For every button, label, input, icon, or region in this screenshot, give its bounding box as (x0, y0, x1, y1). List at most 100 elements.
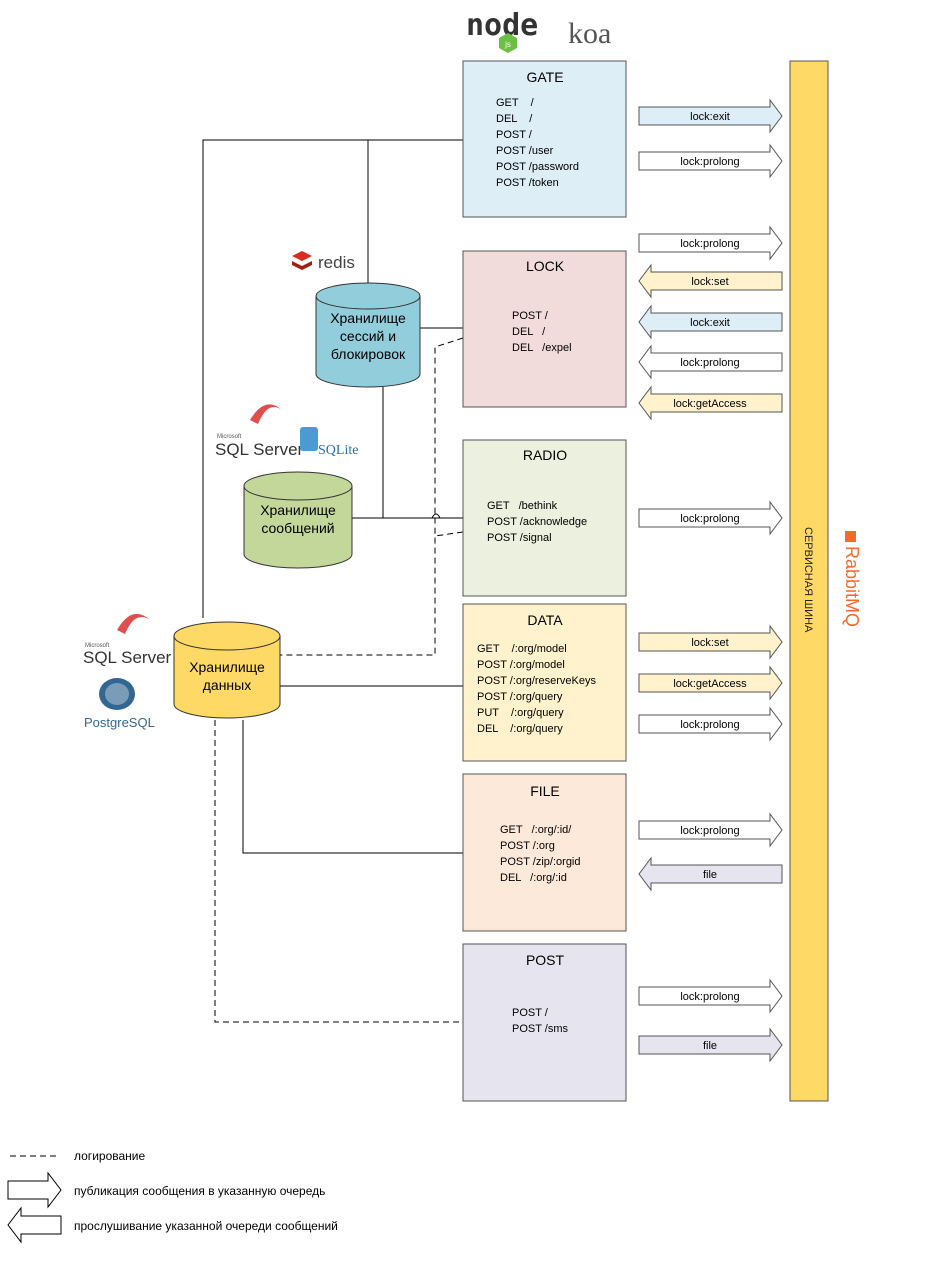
listen-arrow (638, 385, 783, 421)
queue-arrow: lock:getAccess (638, 385, 783, 421)
store-label-line: блокировок (331, 346, 406, 362)
queue-arrow: lock:set (638, 263, 783, 299)
route-label: POST /:org (500, 840, 555, 852)
store-label-line: Хранилище (189, 659, 265, 675)
legend-listen-arrow (7, 1206, 62, 1244)
postgresql-icon (99, 678, 135, 710)
queue-arrow: lock:prolong (638, 812, 783, 848)
publish-arrow (638, 225, 783, 261)
queue-label: lock:prolong (680, 719, 739, 731)
sqlserver-icon (250, 404, 282, 424)
listen-arrow (638, 344, 783, 380)
publish-arrow (638, 98, 783, 134)
route-label: POST / (512, 1007, 549, 1019)
listen-arrow (638, 263, 783, 299)
publish-arrow (638, 1027, 783, 1063)
sqlserver-brand-text: Microsoft (85, 643, 110, 649)
sqlserver-logo-left: Microsoft SQL Server (83, 613, 172, 667)
queue-arrow: lock:prolong (638, 344, 783, 380)
route-label: PUT /:org/query (477, 707, 564, 719)
publish-arrow (638, 500, 783, 536)
queue-label: lock:prolong (680, 991, 739, 1003)
connection-lines (202, 139, 463, 854)
post-logging-line (214, 720, 463, 1023)
queue-label: lock:set (691, 276, 728, 288)
service-title: POST (526, 952, 565, 968)
service-lock: LOCK POST / DEL / DEL /expel (462, 250, 627, 408)
queue-label: lock:set (691, 637, 728, 649)
redis-text: redis (318, 253, 355, 272)
route-label: POST /zip/:orgid (500, 856, 581, 868)
queue-arrow: file (638, 856, 783, 892)
queue-arrow: lock:getAccess (638, 665, 783, 701)
legend-logging-text: логирование (74, 1149, 145, 1163)
service-title: FILE (530, 783, 560, 799)
store-cylinder-body (243, 486, 353, 569)
store-cylinder-top (243, 471, 353, 501)
queue-arrow: file (638, 1027, 783, 1063)
queue-label: lock:exit (690, 317, 730, 329)
sqlserver-icon (117, 613, 150, 634)
legend-publish-text: публикация сообщения в указанную очередь (74, 1184, 325, 1198)
route-label: POST /sms (512, 1023, 569, 1035)
legend: логирование публикация сообщения в указа… (7, 1149, 338, 1244)
queue-label: file (703, 869, 717, 881)
store-label-line: данных (203, 677, 251, 693)
service-box (462, 773, 627, 932)
queue-label: file (703, 1040, 717, 1052)
publish-arrow (638, 706, 783, 742)
sqlite-logo: SQLite (300, 427, 358, 458)
service-title: LOCK (526, 258, 565, 274)
postgresql-logo: PostgreSQL (84, 678, 155, 730)
store-cylinder-body (315, 296, 421, 388)
service-bus (789, 60, 829, 1102)
queue-label: lock:prolong (680, 238, 739, 250)
logging-lines (214, 337, 464, 1023)
radio-logging-line (434, 531, 464, 537)
route-label: POST /acknowledge (487, 516, 587, 528)
publish-arrow (638, 143, 783, 179)
sqlite-icon (300, 427, 318, 451)
queue-arrow: lock:prolong (638, 225, 783, 261)
listen-arrow (638, 304, 783, 340)
listen-arrow (638, 856, 783, 892)
node-js-text: js (504, 40, 511, 49)
service-box (462, 943, 627, 1102)
route-label: POST / (496, 129, 533, 141)
store-label-line: Хранилище (260, 502, 336, 518)
node-logo: node js (466, 8, 538, 53)
route-label: GET / (496, 97, 535, 109)
legend-listen-text: прослушивание указанной очереди сообщени… (74, 1219, 338, 1233)
sessions-to-radio-line (382, 387, 463, 519)
sqlserver-logo-top: Microsoft SQL Server (215, 404, 304, 459)
route-label: DEL / (512, 326, 546, 338)
queue-label: lock:getAccess (673, 678, 747, 690)
service-bus-label: СЕРВИСНАЯ ШИНА (802, 527, 814, 633)
queue-label: lock:exit (690, 111, 730, 123)
data-store-to-file-line (242, 720, 463, 854)
service-title: DATA (527, 612, 563, 628)
redis-icon (292, 251, 312, 261)
service-title: GATE (526, 69, 563, 85)
route-label: DEL /:org/query (477, 723, 563, 735)
postgresql-text: PostgreSQL (84, 715, 155, 730)
store-cylinder-top (173, 621, 281, 651)
route-label: DEL /expel (512, 342, 572, 354)
route-label: POST /:org/reserveKeys (477, 675, 597, 687)
store-label-line: Хранилище (330, 310, 406, 326)
route-label: POST /token (496, 177, 559, 189)
data-store-to-gate-line (202, 139, 463, 618)
store-label-line: сообщений (261, 520, 334, 536)
publish-arrow (638, 978, 783, 1014)
queue-arrow: lock:prolong (638, 143, 783, 179)
sqlserver-text: SQL Server (215, 440, 304, 459)
rabbitmq-logo: RabbitMQ (842, 531, 862, 627)
sqlite-text: SQLite (318, 443, 358, 458)
queue-arrow: lock:set (638, 624, 783, 660)
redis-icon-layer (292, 261, 312, 270)
route-label: POST / (512, 310, 549, 322)
